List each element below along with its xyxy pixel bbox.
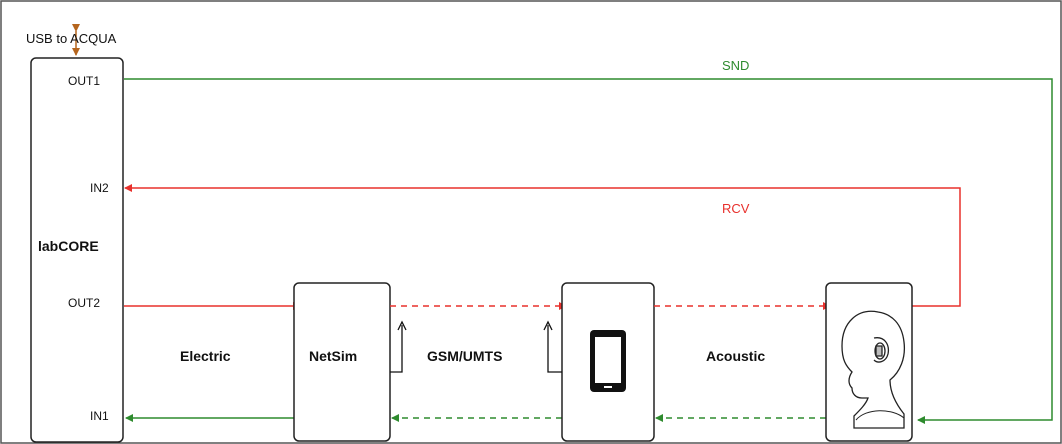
rcv-label: RCV (722, 201, 750, 216)
antenna-icon (543, 320, 562, 373)
usb-label: USB to ACQUA (26, 31, 117, 46)
netsim-label: NetSim (309, 348, 357, 364)
rcv-signal-line (124, 184, 961, 307)
labcore-box (30, 57, 124, 443)
gsm-umts-label: GSM/UMTS (427, 348, 502, 364)
acoustic-label: Acoustic (706, 348, 765, 364)
labcore-title: labCORE (38, 238, 99, 254)
port-in1: IN1 (90, 409, 109, 423)
netsim-box (293, 282, 391, 442)
electric-label: Electric (180, 348, 231, 364)
snd-label: SND (722, 58, 749, 73)
port-out2: OUT2 (68, 296, 100, 310)
smartphone-icon (590, 330, 626, 392)
snd-signal-line (124, 78, 1053, 424)
artificial-head-box (825, 282, 913, 442)
port-out1: OUT1 (68, 74, 100, 88)
antenna-icon (390, 320, 407, 373)
artificial-head-icon (841, 310, 906, 429)
port-in2: IN2 (90, 181, 109, 195)
